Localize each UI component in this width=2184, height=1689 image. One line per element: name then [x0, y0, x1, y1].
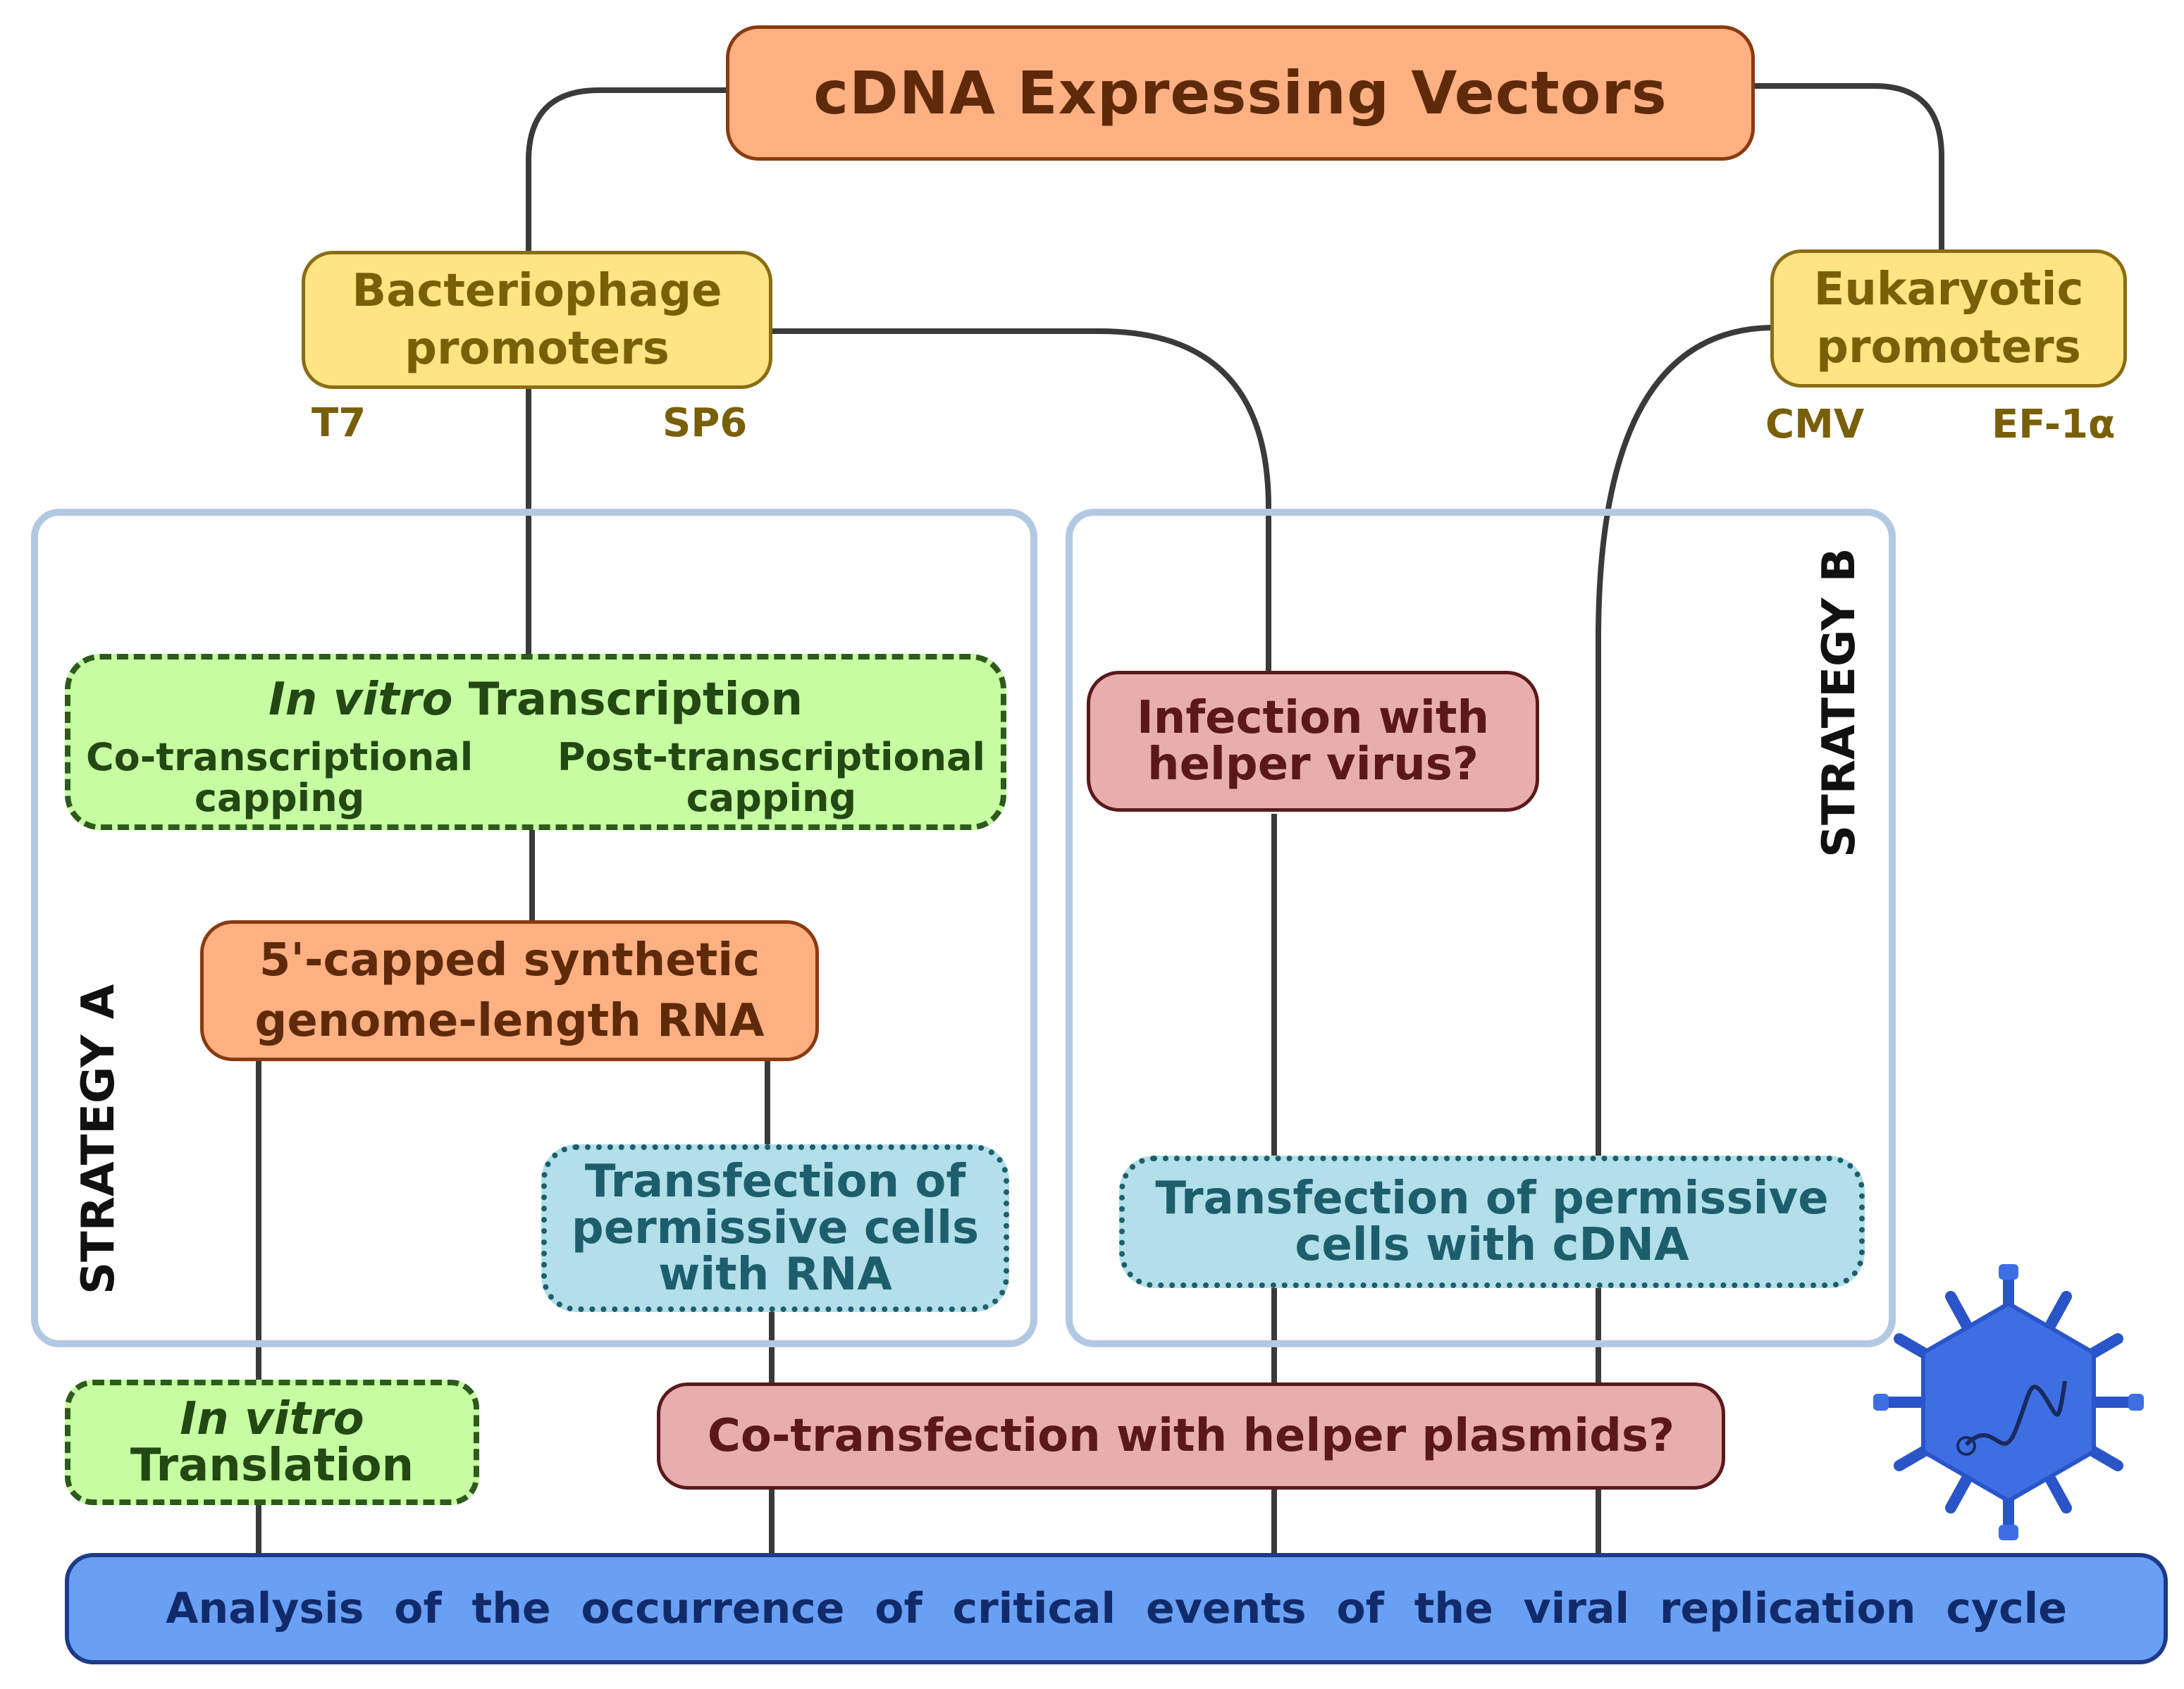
translation-line2: Translation — [130, 1440, 414, 1492]
transfection-cdna-line1: Transfection of permissive — [1155, 1173, 1829, 1225]
promoter-cmv: CMV — [1765, 402, 1865, 447]
eukaryotic-label-line2: promoters — [1816, 321, 2081, 373]
virus-icon — [1873, 1264, 2144, 1540]
promoter-sp6: SP6 — [662, 400, 748, 446]
helper-virus-line1: Infection with — [1136, 692, 1490, 744]
promoter-t7: T7 — [311, 400, 366, 446]
bacteriophage-label-line2: promoters — [405, 323, 670, 375]
transfection-rna-line3: with RNA — [658, 1249, 892, 1301]
analysis-box: Analysis of the occurrence of critical e… — [65, 1553, 2168, 1664]
bacteriophage-label-line1: Bacteriophage — [352, 265, 722, 317]
post-transcriptional-capping: Post-transcriptional capping — [557, 737, 985, 819]
transcription-title: In vitro Transcription — [269, 674, 803, 726]
eukaryotic-label-line1: Eukaryotic — [1813, 264, 2084, 316]
promoter-ef1a: EF-1α — [1992, 402, 2116, 447]
analysis-label: Analysis of the occurrence of critical e… — [166, 1584, 2067, 1633]
transcription-title-rest: Transcription — [468, 674, 803, 726]
cotransfection-label: Co-transfection with helper plasmids? — [707, 1410, 1675, 1462]
transfection-cdna-line2: cells with cDNA — [1295, 1219, 1689, 1271]
co-transcriptional-line2: capping — [194, 776, 365, 820]
transcription-title-italic: In vitro — [268, 674, 453, 726]
transfection-rna-line1: Transfection of — [584, 1156, 966, 1208]
bacteriophage-promoters-box: Bacteriophage promoters — [302, 251, 772, 389]
transfection-rna-box: Transfection of permissive cells with RN… — [541, 1144, 1009, 1312]
co-transcriptional-line1: Co-transcriptional — [86, 735, 474, 779]
cdna-vectors-title: cDNA Expressing Vectors — [813, 58, 1667, 128]
helper-virus-line2: helper virus? — [1147, 738, 1479, 791]
cotransfection-box: Co-transfection with helper plasmids? — [657, 1382, 1725, 1490]
cdna-vectors-box: cDNA Expressing Vectors — [726, 25, 1755, 161]
transfection-rna-line2: permissive cells — [571, 1202, 980, 1254]
strategy-a-container — [31, 509, 1037, 1347]
translation-line1: In vitro — [180, 1393, 364, 1445]
capped-rna-line1: 5'-capped synthetic — [259, 934, 760, 986]
in-vitro-translation-box: In vitro Translation — [65, 1380, 479, 1505]
post-transcriptional-line1: Post-transcriptional — [557, 735, 985, 779]
strategy-b-container — [1066, 509, 1896, 1347]
helper-virus-box: Infection with helper virus? — [1087, 671, 1539, 812]
capped-rna-line2: genome-length RNA — [254, 995, 765, 1047]
co-transcriptional-capping: Co-transcriptional capping — [86, 737, 473, 819]
strategy-b-label: STRATEGY B — [1813, 547, 1865, 858]
eukaryotic-promoters-box: Eukaryotic promoters — [1770, 249, 2127, 388]
capped-rna-box: 5'-capped synthetic genome-length RNA — [200, 920, 819, 1061]
in-vitro-transcription-box: In vitro Transcription Co-transcriptiona… — [65, 654, 1006, 830]
post-transcriptional-line2: capping — [686, 776, 857, 820]
transfection-cdna-box: Transfection of permissive cells with cD… — [1119, 1156, 1865, 1288]
strategy-a-label: STRATEGY A — [73, 984, 125, 1294]
